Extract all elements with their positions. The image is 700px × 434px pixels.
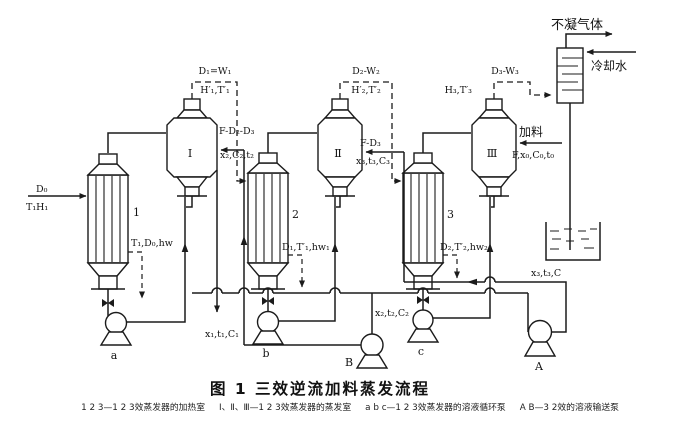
steam-label-1: D₀ <box>36 184 48 195</box>
steam-inlet: D₀ T₁H₁ <box>26 184 87 213</box>
pump-A: A <box>523 319 557 373</box>
vapor-1-line: D₁=W₁ H′₁,T′₁ <box>191 66 247 184</box>
liquor-to-1-label-b: x₂,C₂,t₂ <box>220 150 254 161</box>
seal-tank <box>545 222 601 261</box>
left-arrow <box>467 278 477 286</box>
tube-bundle-3 <box>410 174 436 262</box>
legend-item-separators: Ⅰ、Ⅱ、Ⅲ—1 2 3效蒸发器的蒸发室 <box>219 403 352 413</box>
liquor-to-1: F-D₂-D₃ x₂,C₂,t₂ <box>219 126 255 345</box>
vapor-3-line: D₃-W₃ H₃,T′₃ <box>445 66 552 99</box>
feed-line: 加料 F,x₀,C₀,t₀ <box>512 125 562 161</box>
valve-icon <box>268 297 274 305</box>
feed-label: 加料 <box>519 125 543 139</box>
pipe-crossover-hops <box>211 287 496 294</box>
liquor-to-2-label-a: F-D₃ <box>360 138 381 149</box>
condensate-2: D₁,T′₁,hw₁ <box>282 242 330 288</box>
valve-icon <box>108 299 114 307</box>
up-arrow <box>331 243 339 252</box>
circulation-1 <box>107 196 193 323</box>
condensate-3-label: D₂,T′₂,hw₂ <box>440 242 488 253</box>
valve-icon <box>262 297 268 305</box>
up-arrow <box>240 236 248 245</box>
condensate-3: D₂,T′₂,hw₂ <box>440 242 488 279</box>
pump-B-label: B <box>345 356 353 369</box>
liquor-to-1-label-a: F-D₂-D₃ <box>219 126 255 137</box>
vapor-2-label-a: D₂-W₂ <box>352 66 380 77</box>
heater-2-label: 2 <box>292 208 299 221</box>
up-arrow <box>486 243 494 252</box>
condenser: 不凝气体 冷却水 <box>551 17 636 250</box>
feed-stream-label: F,x₀,C₀,t₀ <box>512 150 554 161</box>
product-1-line: x₁,t₁,C₁ <box>205 170 239 340</box>
figure-legend: 1 2 3—1 2 3效蒸发器的加热室 Ⅰ、Ⅱ、Ⅲ—1 2 3效蒸发器的蒸发室 … <box>30 400 670 413</box>
pump-b-label: b <box>262 347 269 360</box>
pump-A-label: A <box>534 360 544 373</box>
vapor-duct-2 <box>267 132 317 153</box>
product-1-label: x₁,t₁,C₁ <box>205 329 239 340</box>
pump-a-label: a <box>111 349 118 362</box>
tube-bundle-1 <box>95 176 121 262</box>
vapor-2-line: D₂-W₂ H′₂,T′₂ <box>339 66 402 184</box>
liquor-to-2-label-b: x₃,t₃,C₃ <box>356 156 390 167</box>
transfer-header <box>192 287 529 332</box>
separator-1-label: Ⅰ <box>188 147 192 160</box>
vent-line <box>565 31 613 48</box>
figure-caption: 图 1 三效逆流加料蒸发流程 <box>209 380 431 398</box>
legend-item-transfer-pumps: A B—3 2效的溶液输送泵 <box>519 403 619 413</box>
tube-bundle-2 <box>255 174 281 262</box>
vapor-3-label-b: H₃,T′₃ <box>445 85 473 96</box>
vapor-1-label-b: H′₁,T′₁ <box>200 85 230 96</box>
tank-liquid <box>550 228 597 250</box>
separator-3-label: Ⅲ <box>487 147 498 160</box>
heater-3: 3 <box>401 152 454 290</box>
vapor-1-label-a: D₁=W₁ <box>199 66 232 77</box>
valve-icon <box>417 296 423 304</box>
vapor-duct-1 <box>107 132 166 153</box>
circulation-3 <box>422 196 495 319</box>
vapor-duct-3 <box>422 132 471 153</box>
condenser-baffles <box>557 57 583 91</box>
valve-icon <box>423 296 429 304</box>
steam-label-2: T₁H₁ <box>26 202 48 213</box>
separator-3: Ⅲ <box>471 98 517 197</box>
heater-3-label: 3 <box>447 208 454 221</box>
vent-label: 不凝气体 <box>551 17 603 33</box>
condensate-1: T₁,D₀,hw <box>128 238 173 299</box>
pump-B: B x₂,t₂,C₂ <box>244 293 409 369</box>
heater-1: 1 <box>86 153 140 290</box>
heater-1-label: 1 <box>133 206 140 219</box>
legend-item-heaters: 1 2 3—1 2 3效蒸发器的加热室 <box>81 403 206 413</box>
up-arrow <box>181 243 189 252</box>
valve-icon <box>102 299 108 307</box>
pump-a: a <box>99 299 133 362</box>
product-3-label: x₃,t₃,C <box>531 268 561 279</box>
liquor-to-2: F-D₃ x₃,t₃,C₃ x₃,t₃,C <box>356 138 567 333</box>
pump-b: b <box>251 297 285 360</box>
separator-2-label: Ⅱ <box>334 147 341 160</box>
pump-c-label: c <box>418 345 424 358</box>
legend-item-circulation-pumps: a b c—1 2 3效蒸发器的溶液循环泵 <box>365 403 506 413</box>
cooling-water-label: 冷却水 <box>591 59 627 73</box>
pump-c: c <box>406 296 440 358</box>
condensate-2-label: D₁,T′₁,hw₁ <box>282 242 330 253</box>
separator-2: Ⅱ <box>317 98 363 197</box>
heater-2: 2 <box>246 152 299 290</box>
product-2-label: x₂,t₂,C₂ <box>375 308 409 319</box>
vapor-3-label-a: D₃-W₃ <box>491 66 519 77</box>
separator-1: Ⅰ <box>166 98 218 197</box>
condensate-1-label: T₁,D₀,hw <box>131 238 173 249</box>
circulation-2 <box>267 196 341 322</box>
vapor-2-label-b: H′₂,T′₂ <box>351 85 381 96</box>
